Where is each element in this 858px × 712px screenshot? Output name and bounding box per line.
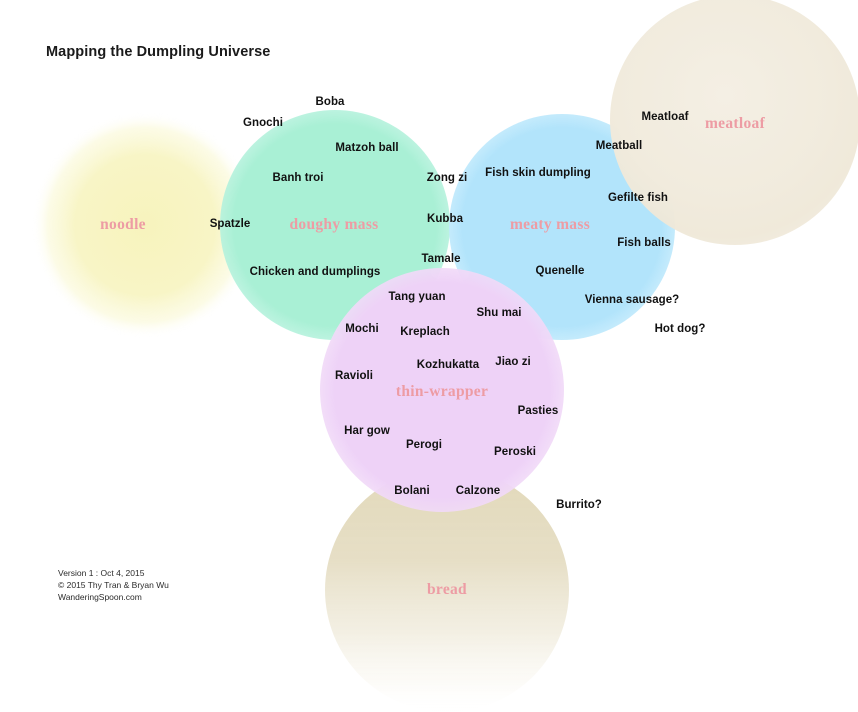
- venn-item-label: Jiao zi: [495, 356, 531, 368]
- venn-item-label: Quenelle: [535, 265, 585, 277]
- venn-item-label: Ravioli: [334, 370, 374, 382]
- venn-circle-noodle: [32, 112, 258, 338]
- venn-item-label: Burrito?: [556, 499, 602, 511]
- footer-copyright: © 2015 Thy Tran & Bryan Wu: [58, 580, 169, 591]
- venn-item-label: Kozhukatta: [416, 359, 480, 371]
- venn-item-label: Meatloaf: [641, 111, 689, 123]
- venn-item-label: Shu mai: [476, 307, 522, 319]
- venn-item-label: Perogi: [405, 439, 443, 451]
- venn-item-label: Gnochi: [243, 117, 283, 129]
- footer-credits: Version 1 : Oct 4, 2015 © 2015 Thy Tran …: [58, 567, 169, 604]
- venn-item-label: Chicken and dumplings: [249, 266, 381, 278]
- footer-website: WanderingSpoon.com: [58, 592, 142, 603]
- venn-item-label: Bolani: [394, 485, 430, 497]
- venn-item-label: Spatzle: [209, 218, 251, 230]
- venn-item-label: Kubba: [426, 213, 464, 225]
- venn-item-label: Tang yuan: [388, 291, 446, 303]
- venn-set-label-bread: bread: [427, 581, 467, 598]
- venn-item-label: Matzoh ball: [335, 142, 399, 154]
- venn-item-label: Fish skin dumpling: [485, 167, 591, 179]
- venn-item-label: Fish balls: [617, 237, 671, 249]
- venn-circle-meatloaf: [610, 0, 858, 245]
- venn-item-label: Hot dog?: [654, 323, 706, 335]
- venn-circle-bread: [325, 468, 569, 712]
- venn-item-label: Vienna sausage?: [584, 294, 680, 306]
- venn-item-label: Tamale: [421, 253, 461, 265]
- venn-set-label-meaty-mass: meaty mass: [509, 216, 591, 233]
- footer-version: Version 1 : Oct 4, 2015: [58, 568, 145, 578]
- venn-item-label: Pasties: [517, 405, 559, 417]
- venn-set-label-thin-wrapper: thin-wrapper: [395, 383, 489, 400]
- venn-item-label: Zong zi: [426, 172, 468, 184]
- venn-item-label: Mochi: [345, 323, 379, 335]
- venn-item-label: Kreplach: [400, 326, 450, 338]
- venn-set-label-meatloaf: meatloaf: [704, 115, 766, 132]
- venn-item-label: Meatball: [595, 140, 643, 152]
- venn-item-label: Peroski: [494, 446, 536, 458]
- venn-set-label-noodle: noodle: [100, 216, 146, 233]
- venn-circle-thin-wrapper: [320, 268, 564, 512]
- venn-item-label: Boba: [315, 96, 345, 108]
- venn-item-label: Gefilte fish: [607, 192, 669, 204]
- page-title: Mapping the Dumpling Universe: [46, 44, 271, 60]
- venn-item-label: Calzone: [455, 485, 501, 497]
- venn-set-label-doughy-mass: doughy mass: [289, 216, 379, 233]
- venn-item-label: Har gow: [344, 425, 390, 437]
- venn-circle-meaty-mass: [449, 114, 675, 340]
- venn-item-label: Banh troi: [272, 172, 324, 184]
